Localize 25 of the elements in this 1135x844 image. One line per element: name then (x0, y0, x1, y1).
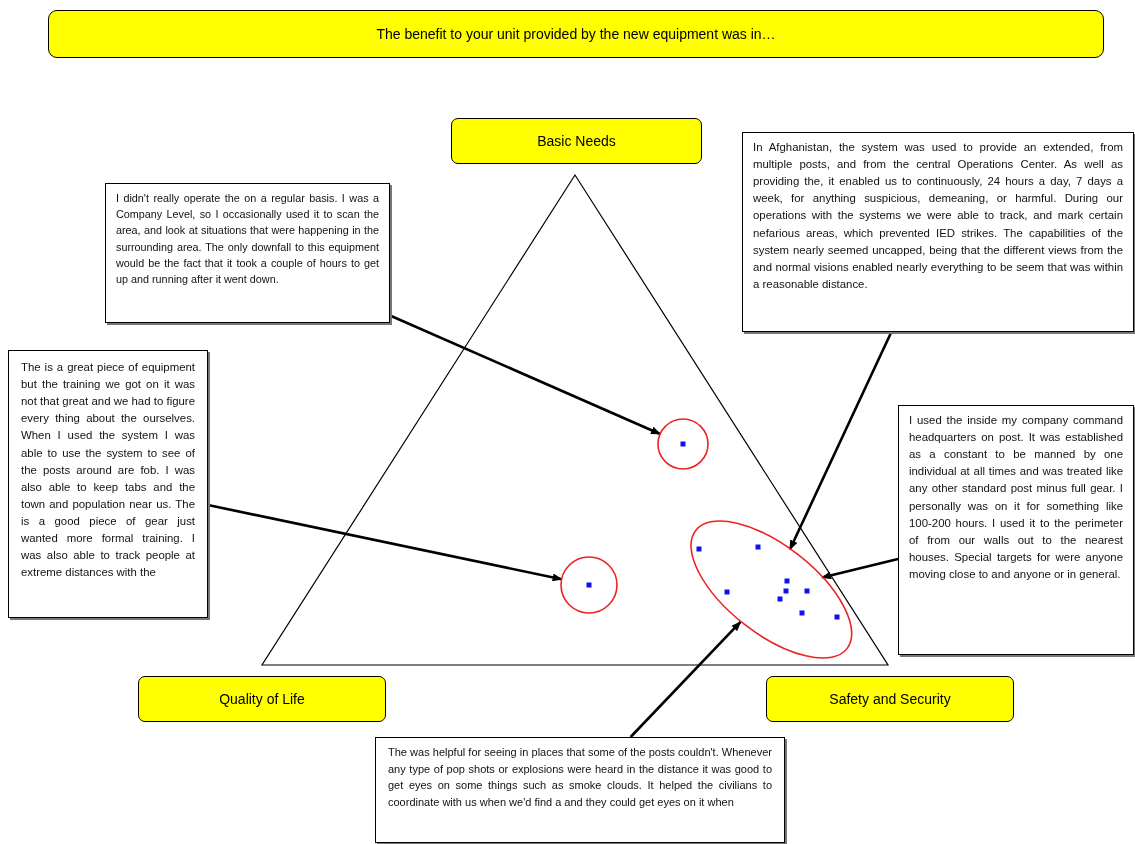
arrow (821, 557, 899, 580)
target-ellipse (688, 519, 854, 661)
arrow (389, 314, 661, 436)
title-banner: The benefit to your unit provided by the new equipment was in… (48, 10, 1104, 58)
quote-box (105, 183, 390, 323)
quote-text: The was helpful for seeing in places that some of the posts couldn't. Whenever any type of pop shots or explosions were heard in the distance it was good to get eyes on some things such as smoke clouds. It helped the civilians to coordinate with us when we'd find a and they could get eyes on it when (388, 746, 772, 808)
quote-text: The is a great piece of equipment but the training we got on it was not that great and we had to figure every thing about the ourselves. When I used the system I was able to use the system to see of the posts around are fob. I was also able to keep tabs and the town and population near us. The is a good piece of gear just wanted more formal training. I was also able to track people at extreme distances with the (21, 361, 195, 579)
vertex-label: Quality of Life (219, 691, 305, 707)
vertex-label: Safety and Security (829, 691, 951, 707)
quote-text: I didn't really operate the on a regular basis. I was a Company Level, so I occasionally used it to scan the area, and look at situations that were happening in the surrounding area. The only downfall to this equipment would be the fact that it took a couple of hours to get up and running after it went down. (116, 192, 379, 285)
quote-box (375, 737, 785, 843)
arrow (629, 621, 742, 738)
vertex-label-box (138, 676, 386, 722)
vertex-label-box (766, 676, 1014, 722)
target-circle (656, 417, 710, 471)
quote-box (8, 350, 208, 618)
arrow (788, 331, 893, 551)
quote-text: I used the inside my company command headquarters on post. It was established as a constant to be manned by one individual at all times and was treated like any other standard post minus full gear. I personally was on it for something like 100-200 hours. I used it to the perimeter of from our walls out to the nearest houses. Special targets for were anyone moving close to and anyone or in general. (909, 414, 1123, 580)
vertex-label-box (451, 118, 702, 164)
arrow (207, 503, 563, 582)
quote-box (742, 132, 1134, 332)
vertex-label: Basic Needs (537, 133, 616, 149)
quote-text: In Afghanistan, the system was used to provide an extended, from multiple posts, and from the central Operations Center. As well as providing the, it enabled us to continuously, 24 hours a day, 7 days a week, for anything suspicious, demeaning, or harmful. During our operations with the systems we were able to track, and mark certain nefarious areas, which prevented IED strikes. The capabilities of the system nearly seemed uncapped, being that the different views from the and normal visions enabled nearly everything to be seem that was within a reasonable distance. (753, 141, 1123, 290)
target-circle (559, 555, 619, 615)
quote-box (898, 405, 1134, 655)
